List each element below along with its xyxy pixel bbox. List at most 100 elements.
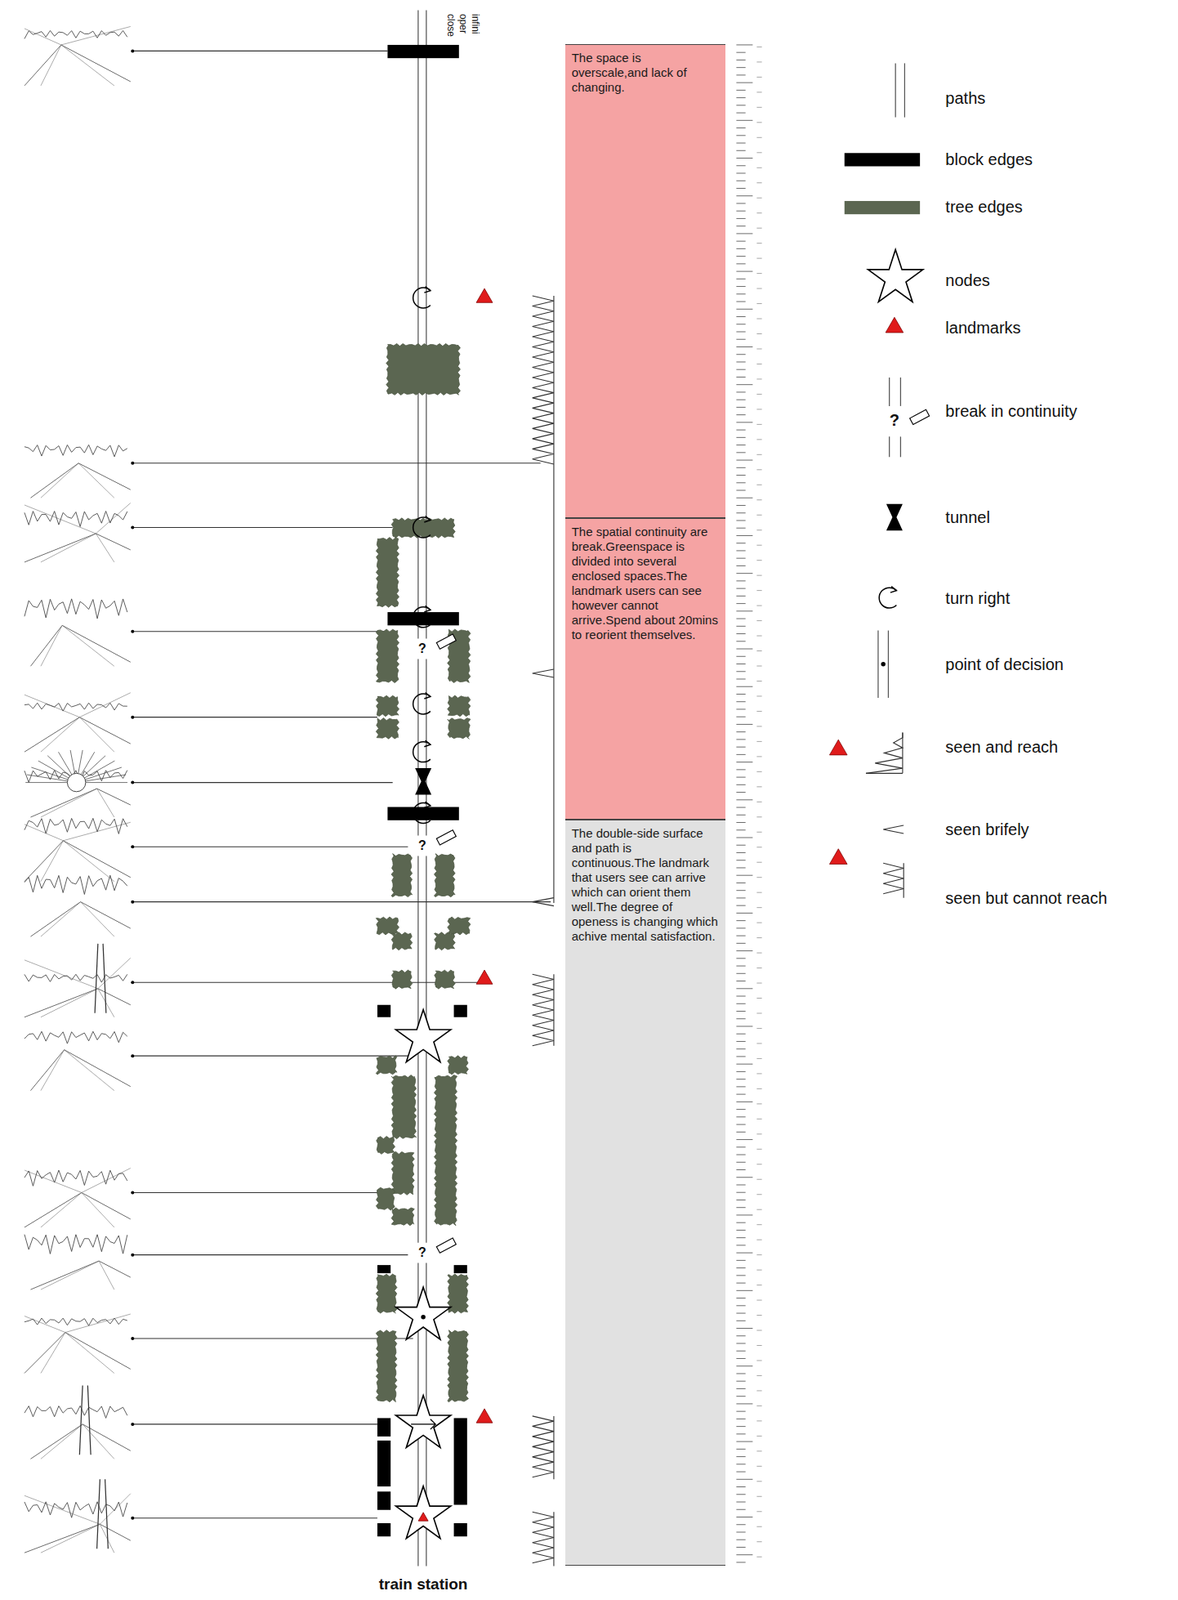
sketch-line bbox=[64, 1049, 131, 1087]
leader-line bbox=[132, 846, 408, 848]
ruler-tick bbox=[736, 761, 753, 763]
ruler-tick bbox=[736, 965, 746, 967]
ruler-tick bbox=[736, 44, 753, 45]
ruler-tick bbox=[736, 1138, 753, 1140]
leader-dot bbox=[130, 1053, 134, 1058]
ruler-mark bbox=[756, 258, 762, 259]
sketch-line bbox=[61, 44, 131, 82]
ruler-tick bbox=[736, 1252, 753, 1254]
legend-text: seen and reach bbox=[945, 736, 1058, 756]
tree-edge bbox=[447, 916, 471, 935]
ruler-tick bbox=[736, 1297, 746, 1299]
sketch-line bbox=[30, 463, 79, 498]
ruler-tick bbox=[736, 1471, 746, 1473]
sketch-line bbox=[78, 463, 131, 490]
break-symbol bbox=[910, 409, 930, 424]
ruler-tick bbox=[736, 950, 753, 951]
ruler-mark bbox=[756, 876, 762, 878]
ruler-tick bbox=[736, 210, 746, 212]
ruler-tick bbox=[736, 1063, 753, 1065]
leader-dot bbox=[130, 1253, 134, 1257]
ruler-tick bbox=[736, 844, 746, 846]
ruler-tick bbox=[736, 339, 746, 340]
sketch-line bbox=[95, 503, 130, 534]
ruler-tick bbox=[736, 361, 746, 362]
ruler-tick bbox=[736, 1418, 746, 1419]
ruler-mark bbox=[756, 1374, 762, 1376]
text-band: The spatial continuity are break.Greensp… bbox=[565, 517, 726, 819]
sketch-line bbox=[40, 1191, 82, 1227]
ruler-tick bbox=[736, 670, 746, 672]
ruler-mark bbox=[756, 1329, 762, 1331]
ruler-mark bbox=[756, 952, 762, 954]
ruler-tick bbox=[736, 346, 753, 348]
ruler-tick bbox=[736, 972, 746, 974]
landmark-triangle bbox=[418, 1512, 429, 1521]
ruler-tick bbox=[736, 987, 753, 989]
ruler-mark bbox=[756, 514, 762, 516]
sketch-line bbox=[24, 1523, 100, 1553]
ruler-tick bbox=[736, 1448, 746, 1450]
legend-text: tree edges bbox=[945, 197, 1023, 217]
ruler-tick bbox=[736, 1146, 746, 1147]
leader-dot bbox=[130, 461, 134, 465]
ruler-tick bbox=[736, 1222, 746, 1223]
ruler-mark bbox=[756, 1118, 762, 1120]
ruler-tick bbox=[736, 1154, 746, 1156]
ruler-tick bbox=[736, 474, 746, 476]
ruler-mark bbox=[756, 529, 762, 531]
sketch-line bbox=[24, 44, 62, 86]
ruler-mark bbox=[756, 303, 762, 304]
ruler-mark bbox=[756, 1253, 762, 1255]
ruler-mark bbox=[756, 1495, 762, 1497]
ruler-mark bbox=[756, 1102, 762, 1104]
illustration-group bbox=[24, 9, 930, 1566]
sketch-line bbox=[24, 504, 96, 534]
leader-line bbox=[132, 1517, 378, 1518]
ruler-tick bbox=[736, 1380, 746, 1382]
ruler-tick bbox=[736, 467, 746, 469]
ruler-tick bbox=[736, 459, 753, 461]
leader-dot bbox=[130, 525, 134, 529]
ruler-tick bbox=[736, 565, 746, 567]
ruler-mark bbox=[756, 1526, 762, 1527]
ruler-tick bbox=[736, 316, 746, 317]
ruler-tick bbox=[736, 1372, 746, 1374]
landmark-triangle bbox=[829, 739, 848, 755]
ruler-tick bbox=[736, 1516, 753, 1518]
tree-edge bbox=[375, 1055, 398, 1075]
ruler-mark bbox=[756, 575, 762, 576]
ruler-tick bbox=[736, 399, 746, 401]
break-mark: ? bbox=[416, 642, 429, 656]
band-text: The double-side surface and path is cont… bbox=[571, 825, 719, 944]
ruler-tick bbox=[736, 202, 746, 204]
legend-break-line bbox=[900, 436, 902, 457]
ruler-mark bbox=[756, 635, 762, 637]
tree-edge bbox=[376, 1136, 396, 1155]
ruler-mark bbox=[756, 408, 762, 410]
ruler-mark bbox=[756, 771, 762, 772]
ruler-tick bbox=[736, 1432, 746, 1434]
ruler-tick bbox=[736, 1441, 753, 1442]
block-edge bbox=[454, 1417, 468, 1504]
sketch-line bbox=[40, 44, 62, 86]
ruler-mark bbox=[756, 589, 762, 591]
ruler-mark bbox=[756, 197, 762, 199]
ruler-mark bbox=[756, 107, 762, 108]
ruler-tick bbox=[736, 791, 746, 793]
sketch-skyline bbox=[24, 30, 128, 39]
path-line bbox=[417, 9, 419, 639]
ruler-tick bbox=[736, 308, 753, 310]
ruler-tick bbox=[736, 1093, 746, 1095]
ruler-tick bbox=[736, 1402, 753, 1404]
decision-dot bbox=[420, 1314, 425, 1319]
sketch-line bbox=[81, 1191, 115, 1227]
sketch-line bbox=[40, 463, 79, 498]
ruler-mark bbox=[756, 1163, 762, 1165]
zigzag-edge bbox=[903, 862, 905, 897]
ruler-tick bbox=[736, 542, 746, 544]
ruler-tick bbox=[736, 859, 746, 861]
ruler-tick bbox=[736, 549, 746, 551]
ruler-tick bbox=[736, 1530, 746, 1532]
ruler-mark bbox=[756, 785, 762, 787]
